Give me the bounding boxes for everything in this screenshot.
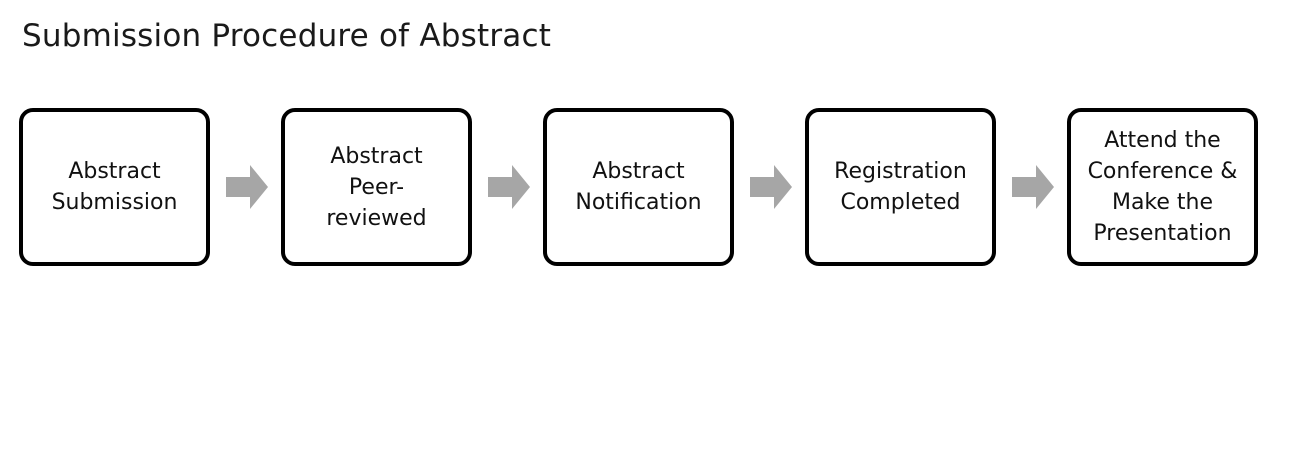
process-step-label-line: Attend the [1104,128,1221,153]
process-step-label-line: Abstract [68,159,161,184]
process-step-label-line: Make the [1111,190,1214,215]
process-step-label-line: Peer- [348,174,405,200]
process-step-label-line: Registration [834,159,967,184]
process-step-label-line: Presentation [1093,221,1232,246]
process-step-label-line: Submission [51,190,178,215]
right-arrow-icon [488,165,530,209]
process-step-label-line: reviewed [326,205,427,231]
process-step-label-line: Notification [575,190,702,215]
right-arrow-icon [750,165,792,209]
page-title: Submission Procedure of Abstract [22,18,552,54]
process-step-label-line: Abstract [330,143,423,169]
right-arrow-icon [226,165,268,209]
process-step-label-line: Abstract [592,159,685,184]
process-step-label-line: Conference & [1087,159,1238,184]
right-arrow-icon [1012,165,1054,209]
process-step-label-line: Completed [840,190,961,215]
